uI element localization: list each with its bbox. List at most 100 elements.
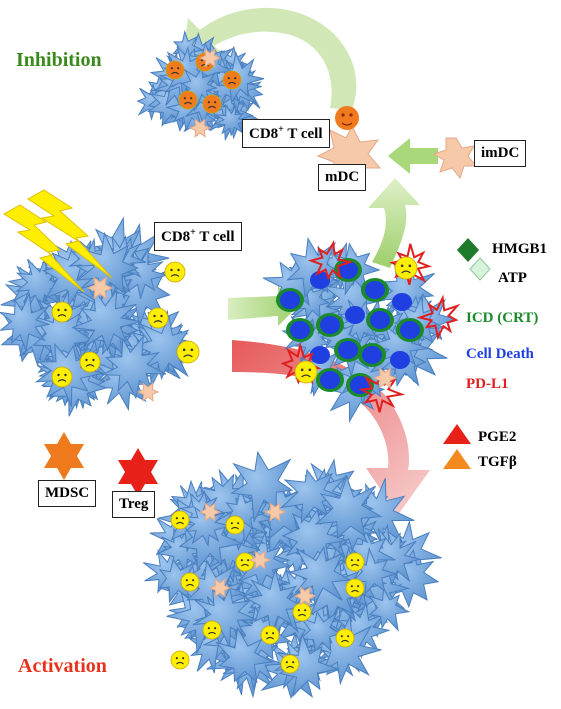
t-cell-face-icon (170, 650, 190, 670)
dendritic-cell-icon (198, 48, 222, 68)
cell-death-icon (366, 308, 394, 332)
cell-death-icon (334, 258, 362, 282)
dendritic-cell-icon (188, 118, 212, 138)
tumor-cell-icon (368, 586, 411, 632)
t-cell-face-icon (147, 307, 169, 329)
hmgb1-diamond-icon (457, 238, 479, 262)
t-cell-face-icon (51, 301, 73, 323)
cd8-top-sup: + (278, 124, 284, 135)
cd8-top-suffix: T cell (283, 126, 323, 142)
t-cell-face-icon (235, 552, 255, 572)
t-cell-face-icon (202, 620, 222, 640)
legend-markers (44, 106, 491, 496)
tumor-cell-icon (299, 610, 342, 654)
icd-label: ICD (CRT) (466, 310, 538, 326)
inhibition-title: Inhibition (16, 49, 102, 71)
tumor-cell-icon (279, 468, 341, 525)
tumor-cell-icon (287, 545, 352, 606)
tumor-cell-icon (245, 567, 307, 637)
tumor-cell-icon (71, 287, 142, 353)
cell-death-icon (310, 346, 330, 364)
t-cell-face-icon (51, 366, 73, 388)
lightning-icon (3, 189, 113, 293)
pge2-triangle-icon (443, 424, 471, 444)
dendritic-cell-icon (248, 550, 272, 570)
t-cell-face-icon (294, 360, 318, 384)
t-cell-face-icon (164, 261, 186, 283)
tgfb-label: TGFβ (478, 454, 517, 470)
atp-label: ATP (498, 270, 527, 286)
dendritic-cell-icon (86, 276, 114, 300)
cell-death-icon (358, 343, 386, 367)
dendritic-cell-icon (263, 502, 287, 522)
pdl1-outline-icon (389, 243, 433, 285)
atp-diamond-icon (469, 257, 491, 281)
cell-death-icon (345, 306, 365, 324)
cd8-t-cell-left-label: CD8+ T cell (154, 222, 242, 251)
t-cell-face-icon (345, 578, 365, 598)
tumor-cell-icon (133, 314, 196, 381)
tumor-cell-icon (350, 546, 398, 596)
pdl1-label: PD-L1 (466, 376, 509, 392)
inhibition-curved-arrow (182, 7, 357, 110)
cd8-left-suffix: T cell (195, 229, 235, 245)
activation-curved-arrow (232, 340, 430, 515)
mdc-label: mDC (318, 164, 367, 191)
cell-death-icon (276, 288, 304, 312)
dendritic-cell-icon (293, 586, 317, 606)
cell-death-icon (316, 313, 344, 337)
activation-title: Activation (18, 655, 107, 677)
tumor-cell-icon (214, 626, 275, 684)
t-cell-face-icon (394, 256, 418, 280)
t-cell-face-icon (292, 602, 312, 622)
t-cell-face-icon (225, 515, 245, 535)
cd8-top-prefix: CD8 (249, 126, 279, 142)
tumor-cell-icon (101, 334, 167, 400)
dendritic-cell-icon (136, 382, 160, 402)
cell-death-icon (310, 271, 330, 289)
pdl1-outline-icon (307, 239, 354, 281)
tumor-cell-icon (158, 558, 198, 604)
treg-label: Treg (112, 491, 156, 518)
cell-death-icon (286, 318, 314, 342)
cell-death-label: Cell Death (466, 346, 535, 362)
icd-to-dc-arrow (368, 178, 420, 268)
t-cell-face-icon (165, 60, 185, 80)
cell-death-icon (392, 293, 412, 311)
t-cell-face-icon (222, 70, 242, 90)
t-cell-face-icon (170, 510, 190, 530)
tumor-cell-icon (214, 103, 249, 137)
cell-death-icon (361, 278, 389, 302)
tumor-cell-icon (0, 291, 51, 353)
tumor-cell-icon (76, 231, 140, 298)
tumor-cell-icon (314, 474, 383, 539)
hmgb1-label: HMGB1 (492, 241, 547, 257)
cell-death-icon (334, 338, 362, 362)
mdsc-label: MDSC (38, 480, 97, 507)
imdc-dendritic-cell-icon (432, 137, 478, 180)
pdl1-outline-icon (416, 294, 461, 341)
dendritic-cell-icon (372, 367, 398, 389)
dendritic-cell-icon (208, 578, 232, 598)
cd8-left-sup: + (190, 227, 196, 238)
cell-death-icon (390, 351, 410, 369)
cd8-t-cell-face-icon (335, 106, 359, 130)
t-cell-face-icon (178, 90, 198, 110)
t-cell-face-icon (79, 351, 101, 373)
tgfb-triangle-icon (443, 449, 471, 469)
t-cell-face-icon (202, 94, 222, 114)
t-cell-face-icon (180, 572, 200, 592)
tumor-clusters (0, 29, 461, 700)
t-cell-face-icon (260, 625, 280, 645)
t-cell-face-icon (176, 340, 200, 364)
pge2-label: PGE2 (478, 429, 516, 445)
cell-death-icon (396, 318, 424, 342)
imdc-label: imDC (474, 140, 527, 167)
cd8-t-cell-top-label: CD8+ T cell (242, 119, 330, 148)
mdsc-star-icon (44, 432, 84, 480)
cd8-left-prefix: CD8 (161, 229, 191, 245)
arrows-layer (182, 7, 438, 515)
dendritic-cell-icon (198, 502, 222, 522)
t-cell-face-icon (335, 628, 355, 648)
